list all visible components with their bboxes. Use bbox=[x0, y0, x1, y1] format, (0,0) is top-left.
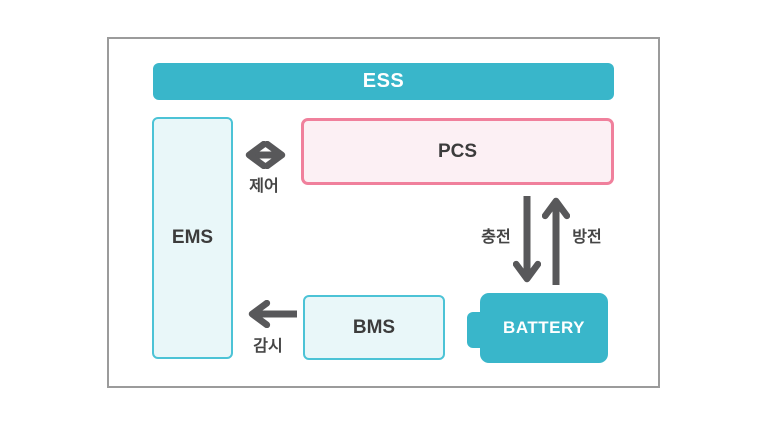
pcs-box: PCS bbox=[301, 118, 614, 185]
bms-label: BMS bbox=[352, 316, 396, 338]
control-arrow-label: 제어 bbox=[249, 178, 279, 195]
ess-box: ESS bbox=[153, 63, 614, 100]
charge-arrow-label: 충전 bbox=[481, 229, 511, 246]
monitor-arrow-label: 감시 bbox=[253, 338, 283, 355]
discharge-arrow-label: 방전 bbox=[572, 229, 602, 246]
pcs-label: PCS bbox=[437, 140, 478, 162]
battery-label: BATTERY bbox=[503, 318, 585, 337]
ems-box: EMS bbox=[152, 117, 233, 359]
bms-box: BMS bbox=[303, 295, 445, 360]
ems-label: EMS bbox=[171, 227, 214, 248]
ess-label: ESS bbox=[362, 70, 405, 92]
battery-box: BATTERY bbox=[480, 293, 608, 363]
